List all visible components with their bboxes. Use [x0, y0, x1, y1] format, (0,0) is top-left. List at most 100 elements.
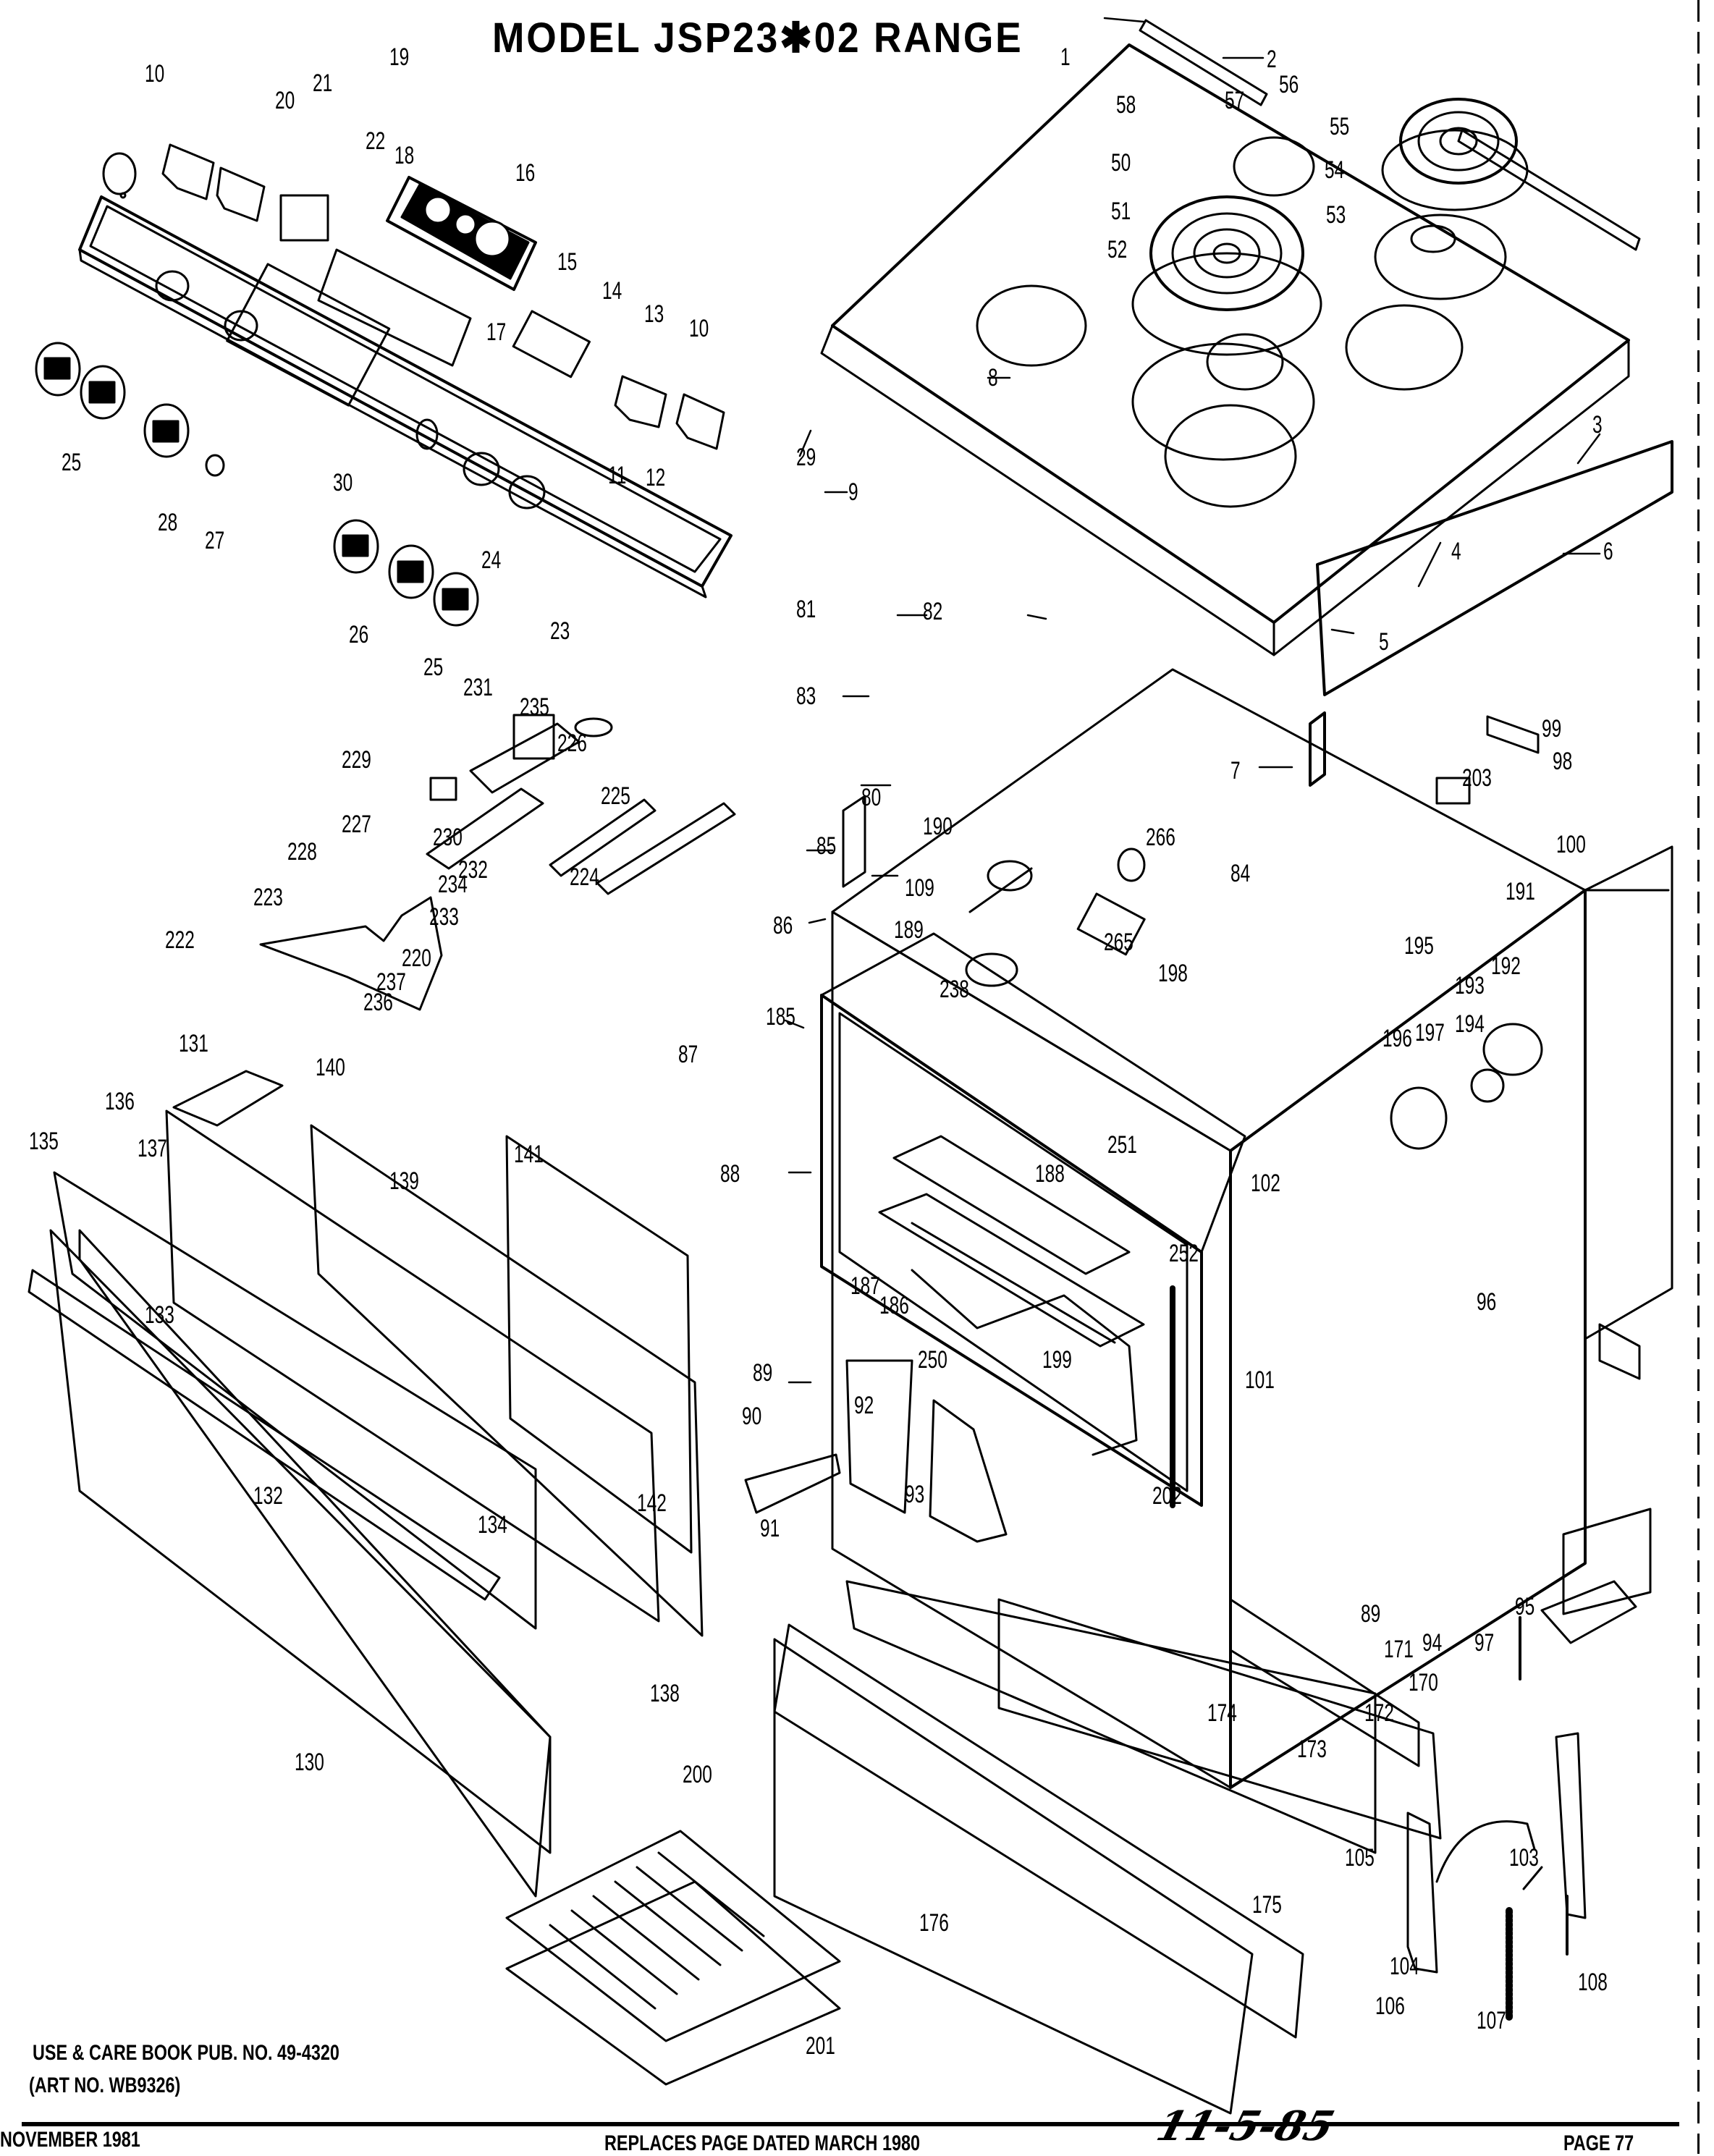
callout-224: 224	[570, 863, 599, 891]
callout-222: 222	[165, 926, 195, 954]
misc-oven-parts	[842, 711, 1540, 987]
callout-108: 108	[1578, 1969, 1608, 1996]
callout-82: 82	[923, 598, 943, 625]
callout-53: 53	[1326, 201, 1346, 229]
callout-25a: 25	[62, 449, 82, 476]
callout-140: 140	[316, 1054, 345, 1081]
callout-188: 188	[1035, 1160, 1065, 1188]
callout-191: 191	[1506, 878, 1535, 905]
callout-55: 55	[1330, 113, 1350, 140]
callout-89a: 89	[753, 1359, 773, 1387]
callout-236: 236	[363, 989, 393, 1016]
leader-lines	[784, 17, 1601, 1384]
callout-80: 80	[861, 784, 882, 811]
callout-102: 102	[1251, 1170, 1280, 1197]
oven-liner	[820, 932, 1246, 1507]
callout-7: 7	[1230, 757, 1241, 785]
callout-265: 265	[1104, 929, 1133, 956]
callout-51: 51	[1111, 198, 1131, 225]
callout-195: 195	[1404, 932, 1434, 960]
callout-175: 175	[1252, 1891, 1282, 1919]
broiler-pan	[505, 1830, 841, 2086]
leg-bracket	[1519, 1323, 1652, 1681]
callout-252: 252	[1169, 1240, 1199, 1267]
infinite-switches	[161, 143, 725, 450]
callout-225: 225	[601, 782, 630, 810]
callout-237: 237	[376, 968, 406, 996]
callout-173: 173	[1297, 1736, 1327, 1763]
callout-29: 29	[796, 444, 816, 471]
callout-14: 14	[602, 277, 622, 305]
callout-199: 199	[1042, 1346, 1072, 1374]
callout-234: 234	[438, 871, 468, 898]
callout-50: 50	[1111, 149, 1131, 177]
callout-94: 94	[1422, 1629, 1443, 1657]
footer-divider	[22, 2122, 1679, 2126]
callout-2: 2	[1267, 46, 1277, 73]
use-care-book-reference: USE & CARE BOOK PUB. NO. 49-4320	[33, 2041, 339, 2065]
callout-266: 266	[1146, 824, 1175, 851]
callout-98: 98	[1553, 748, 1573, 775]
callout-137: 137	[138, 1135, 167, 1162]
callout-106: 106	[1375, 1992, 1405, 2020]
callout-226: 226	[557, 730, 587, 757]
drawer-support	[744, 1359, 1008, 1543]
callout-228: 228	[287, 838, 317, 866]
callout-13: 13	[644, 300, 664, 328]
callout-21: 21	[313, 69, 333, 97]
callout-86: 86	[773, 912, 793, 939]
callout-85: 85	[816, 832, 837, 860]
callout-89b: 89	[1361, 1600, 1381, 1628]
callout-26: 26	[349, 621, 369, 648]
callout-107: 107	[1477, 2007, 1506, 2034]
oven-light	[1390, 1023, 1543, 1150]
callout-251: 251	[1107, 1131, 1137, 1159]
callout-19: 19	[389, 43, 410, 71]
callout-96: 96	[1477, 1288, 1497, 1316]
callout-3: 3	[1592, 411, 1603, 439]
callout-91: 91	[760, 1515, 780, 1542]
callout-87: 87	[678, 1041, 698, 1068]
callout-171: 171	[1384, 1636, 1414, 1663]
callout-176: 176	[919, 1909, 949, 1937]
latch-mechanism	[259, 714, 736, 1011]
callout-17: 17	[486, 318, 507, 346]
callout-1: 1	[1060, 43, 1071, 71]
callout-196: 196	[1382, 1025, 1412, 1052]
trim-strips	[1139, 19, 1673, 696]
oven-door	[28, 1070, 704, 1898]
callout-109: 109	[905, 874, 934, 902]
oven-cabinet	[831, 668, 1673, 1789]
callout-194: 194	[1455, 1010, 1485, 1038]
callout-138: 138	[650, 1680, 680, 1707]
selector-switch	[279, 194, 591, 379]
callout-193: 193	[1455, 972, 1485, 999]
callout-230: 230	[433, 824, 463, 851]
callout-88: 88	[720, 1160, 740, 1188]
callout-190: 190	[923, 813, 953, 840]
callout-186: 186	[879, 1292, 909, 1319]
callout-54: 54	[1325, 156, 1345, 184]
callout-185: 185	[766, 1003, 795, 1031]
callout-141: 141	[514, 1141, 544, 1168]
replaces-page-note: REPLACES PAGE DATED MARCH 1980	[604, 2131, 921, 2155]
surface-units	[1131, 98, 1529, 461]
callout-130: 130	[295, 1749, 324, 1776]
callout-100: 100	[1556, 831, 1586, 858]
callout-24: 24	[481, 546, 502, 574]
callout-4: 4	[1451, 538, 1461, 565]
bake-element	[911, 1269, 1175, 1508]
callout-56: 56	[1279, 71, 1299, 98]
callout-6: 6	[1603, 538, 1613, 565]
callout-95: 95	[1515, 1593, 1535, 1620]
callout-134: 134	[478, 1511, 507, 1539]
callout-81: 81	[796, 596, 816, 623]
callout-250: 250	[918, 1346, 947, 1374]
callout-99: 99	[1542, 715, 1562, 743]
oven-racks	[878, 1135, 1145, 1348]
callout-18: 18	[394, 142, 415, 169]
cooktop	[820, 43, 1630, 656]
callout-12: 12	[646, 464, 666, 491]
callout-232: 232	[458, 856, 488, 884]
